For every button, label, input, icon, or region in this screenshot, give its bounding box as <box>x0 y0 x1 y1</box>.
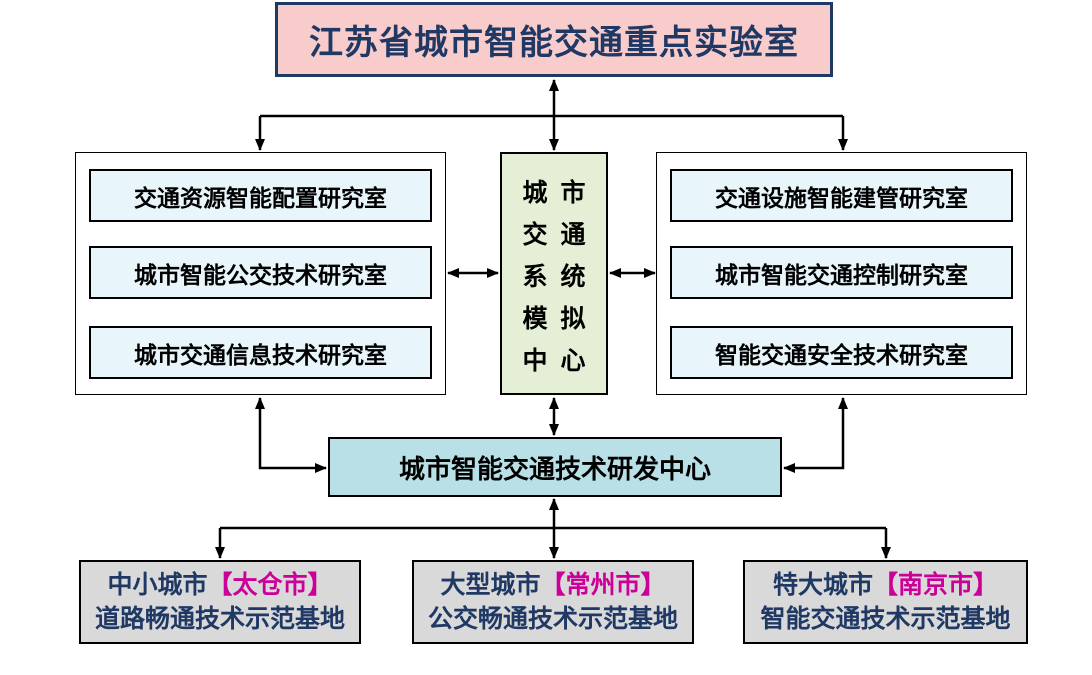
right-lab-1: 交通设施智能建管研究室 <box>670 169 1013 222</box>
base-city: 【南京市】 <box>873 570 999 599</box>
center-char: 统 <box>560 262 586 291</box>
right-lab-3: 智能交通安全技术研究室 <box>670 326 1013 379</box>
center-char: 模 <box>522 304 548 333</box>
center-char: 心 <box>560 346 586 375</box>
base-prefix: 特大城市 <box>772 570 873 599</box>
base-line-2: 公交畅通技术示范基地 <box>427 604 678 633</box>
center-char: 城 <box>522 178 548 207</box>
center-char: 市 <box>560 178 586 207</box>
base-line-1: 大型城市【常州市】 <box>440 568 665 602</box>
base-prefix: 大型城市 <box>440 570 541 599</box>
right-lab-2: 城市智能交通控制研究室 <box>670 246 1013 299</box>
base-line-1: 特大城市【南京市】 <box>773 568 998 602</box>
base-line-1: 中小城市【太仓市】 <box>107 568 332 602</box>
center-char: 交 <box>522 220 548 249</box>
left-lab-3: 城市交通信息技术研究室 <box>89 326 432 379</box>
center-char: 中 <box>522 346 548 375</box>
demo-base-2: 大型城市【常州市】 公交畅通技术示范基地 <box>412 560 694 644</box>
lab-title: 江苏省城市智能交通重点实验室 <box>275 2 833 77</box>
base-line-2: 道路畅通技术示范基地 <box>94 604 345 633</box>
center-char: 系 <box>522 262 548 291</box>
center-char: 拟 <box>560 304 586 333</box>
demo-base-1: 中小城市【太仓市】 道路畅通技术示范基地 <box>79 560 361 644</box>
left-lab-1: 交通资源智能配置研究室 <box>89 169 432 222</box>
center-char: 通 <box>560 220 586 249</box>
base-line-2: 智能交通技术示范基地 <box>760 604 1011 633</box>
arrow-left-group-rd <box>255 397 327 473</box>
base-city: 【常州市】 <box>540 570 666 599</box>
simulation-center: 城 交 系 模 中 市 通 统 拟 心 <box>500 152 608 395</box>
left-lab-2: 城市智能公交技术研究室 <box>89 246 432 299</box>
base-city: 【太仓市】 <box>207 570 333 599</box>
base-prefix: 中小城市 <box>107 570 208 599</box>
demo-base-3: 特大城市【南京市】 智能交通技术示范基地 <box>743 560 1028 644</box>
rd-center: 城市智能交通技术研发中心 <box>328 437 782 497</box>
arrow-right-group-rd <box>783 397 848 473</box>
